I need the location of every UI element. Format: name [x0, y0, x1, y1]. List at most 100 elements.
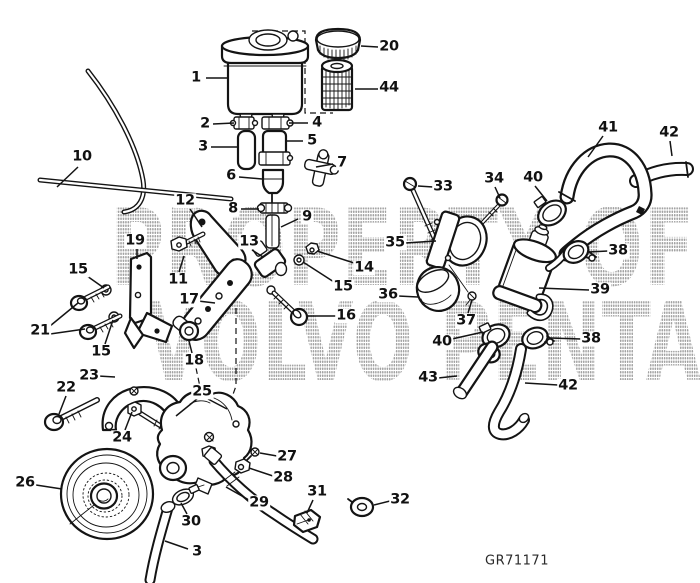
- part-callout-10: 10: [71, 148, 93, 165]
- leader-line-38: [549, 337, 582, 340]
- part-callout-17: 17: [178, 291, 200, 308]
- leader-line-11: [178, 255, 185, 273]
- part-callout-39: 39: [589, 281, 611, 298]
- part-callout-12: 12: [174, 192, 196, 209]
- part-callout-44: 44: [378, 79, 400, 96]
- hose-clamp-30: [171, 484, 205, 506]
- leader-line-37: [467, 299, 473, 314]
- leader-line-3: [164, 540, 189, 550]
- leader-lines: [35, 45, 673, 550]
- leader-line-18: [188, 340, 193, 354]
- lower-bracket-arm-17: [172, 258, 253, 342]
- leader-line-25: [175, 398, 198, 417]
- leader-line-39: [538, 287, 590, 291]
- reservoir-dashed-link: [252, 30, 333, 114]
- leader-line-41: [587, 135, 604, 158]
- leader-line-13: [251, 249, 264, 258]
- leader-line-36: [397, 295, 419, 298]
- drive-belt: [37, 68, 234, 215]
- part-callout-7: 7: [336, 154, 348, 171]
- part-callout-38: 38: [580, 330, 602, 347]
- bolt-11: [170, 231, 206, 252]
- leader-line-38: [587, 250, 609, 253]
- bolt-21a: [69, 284, 111, 312]
- leader-line-15: [86, 275, 105, 289]
- reserve-tank-39: [492, 224, 571, 322]
- part-callout-35: 35: [384, 234, 406, 251]
- leader-line-6: [238, 176, 263, 180]
- leader-line-24: [124, 411, 133, 431]
- leader-line-15: [302, 261, 335, 283]
- clamp-bracket-35: [425, 210, 488, 293]
- bolt-33: [402, 176, 439, 245]
- figure-code: GR71171: [485, 553, 549, 569]
- hose-piece-3: [236, 129, 257, 171]
- leader-line-21: [49, 302, 79, 327]
- return-pipe-9: [265, 214, 280, 249]
- leader-line-42: [669, 140, 673, 157]
- leader-line-29: [225, 486, 250, 501]
- part-callout-29: 29: [248, 494, 270, 511]
- washer-15-right: [293, 254, 305, 266]
- part-callout-3: 3: [191, 543, 203, 560]
- part-callout-18: 18: [183, 352, 205, 369]
- leader-line-9: [280, 218, 299, 228]
- part-callout-37: 37: [455, 312, 477, 329]
- part-callout-42: 42: [658, 124, 680, 141]
- part-callout-38: 38: [607, 242, 629, 259]
- hose-41: [558, 142, 653, 262]
- leader-line-7: [315, 163, 334, 168]
- hose-43: [452, 340, 499, 400]
- bolt-16: [266, 285, 309, 327]
- part-callout-28: 28: [272, 469, 294, 486]
- leader-line-17: [197, 300, 216, 304]
- bolt-21b: [78, 313, 123, 341]
- construction-line: [225, 308, 237, 415]
- leader-line-12: [189, 208, 203, 228]
- hose-fitting-2: [229, 116, 259, 130]
- connector-6: [261, 168, 285, 204]
- part-callout-8: 8: [227, 200, 239, 217]
- hose-clamp-40-upper: [533, 195, 567, 227]
- suction-hose-3: [144, 501, 176, 583]
- leader-line-25: [207, 398, 228, 410]
- part-callout-1: 1: [190, 69, 202, 86]
- part-callout-34: 34: [483, 170, 505, 187]
- part-callout-6: 6: [225, 167, 237, 184]
- part-callout-30: 30: [180, 513, 202, 530]
- nut-14: [305, 242, 320, 255]
- part-callout-36: 36: [377, 286, 399, 303]
- part-callout-40: 40: [431, 333, 453, 350]
- mount-bracket-19: [123, 251, 174, 350]
- hose-42-lower: [487, 343, 530, 441]
- pulley-26: [59, 447, 155, 541]
- part-callout-21: 21: [29, 322, 51, 339]
- leader-line-27: [259, 452, 278, 457]
- part-callout-4: 4: [311, 114, 323, 131]
- leader-line-30: [180, 502, 188, 515]
- part-callout-27: 27: [276, 448, 298, 465]
- leader-line-26: [35, 484, 63, 490]
- part-callout-40: 40: [522, 169, 544, 186]
- part-callout-15: 15: [332, 278, 354, 295]
- leader-line-43: [437, 375, 458, 379]
- part-callout-25: 25: [191, 383, 213, 400]
- part-callout-11: 11: [167, 271, 189, 288]
- leader-line-32: [373, 500, 391, 506]
- leader-line-21: [49, 328, 86, 335]
- part-callout-31: 31: [306, 483, 328, 500]
- leader-line-20: [360, 45, 379, 48]
- nut-28: [234, 458, 251, 474]
- hose-fitting-4: [261, 116, 294, 130]
- part-callout-42: 42: [557, 377, 579, 394]
- leader-line-34: [494, 186, 501, 199]
- part-callout-14: 14: [353, 259, 375, 276]
- rubber-sleeve-36: [415, 266, 461, 312]
- reservoir-cap: [314, 27, 362, 61]
- part-callout-41: 41: [597, 119, 619, 136]
- part-callout-2: 2: [199, 115, 211, 132]
- leader-line-28: [248, 467, 274, 477]
- hose-piece-5: [258, 129, 294, 166]
- hose-clamp-38-upper: [562, 240, 597, 264]
